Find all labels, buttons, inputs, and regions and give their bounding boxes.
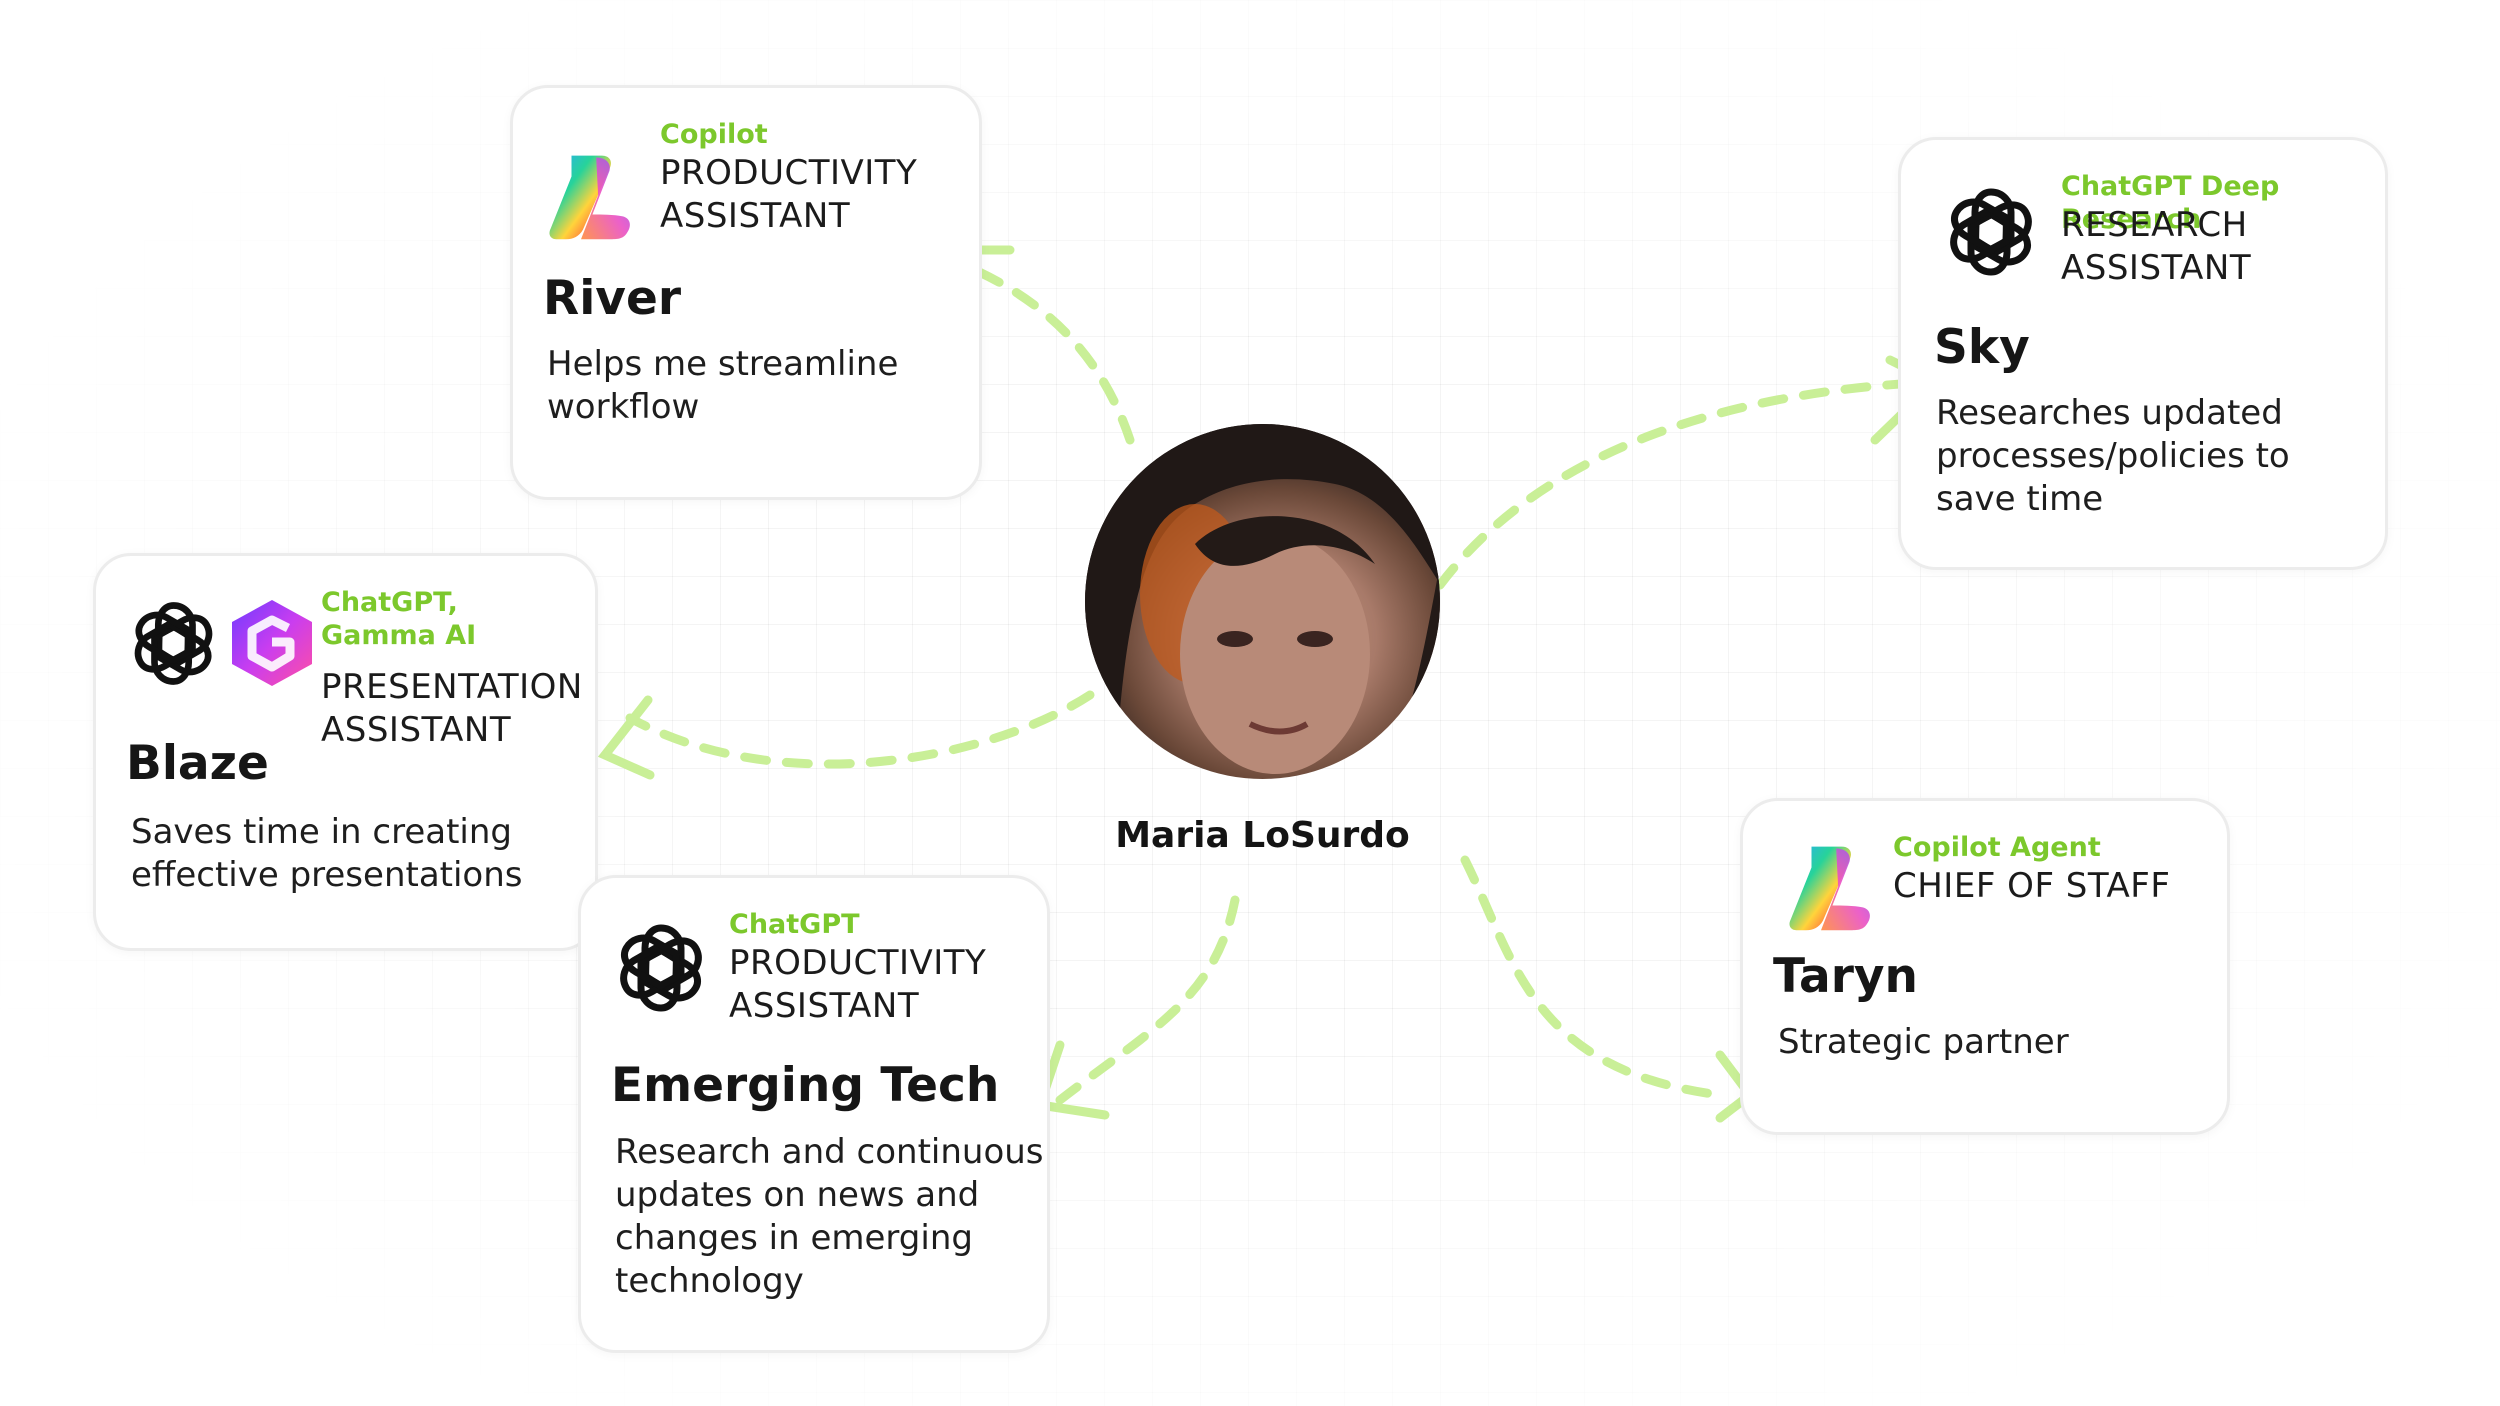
arrow-to-blaze-head: [605, 700, 650, 775]
taryn-description: Strategic partner: [1778, 1021, 2069, 1064]
sky-card: ChatGPT Deep Research RESEARCH ASSISTANT…: [1898, 137, 2388, 570]
taryn-role: CHIEF OF STAFF: [1893, 865, 2170, 908]
arrow-to-blaze: [630, 695, 1090, 764]
blaze-card: ChatGPT, Gamma AI PRESENTATION ASSISTANT…: [93, 553, 598, 951]
river-role: PRODUCTIVITY ASSISTANT: [660, 152, 917, 238]
taryn-card: Copilot Agent CHIEF OF STAFF Taryn Strat…: [1740, 798, 2230, 1135]
sky-name: Sky: [1934, 320, 2030, 376]
sky-role: RESEARCH ASSISTANT: [2061, 204, 2251, 290]
emerging-role: PRODUCTIVITY ASSISTANT: [729, 942, 986, 1028]
emerging-description: Research and continuous updates on news …: [615, 1131, 1044, 1303]
blaze-tool: ChatGPT, Gamma AI: [321, 586, 476, 652]
avatar: [1085, 424, 1440, 779]
openai-icon: [611, 918, 711, 1018]
openai-icon: [126, 596, 221, 691]
person-photo: [1085, 424, 1440, 779]
river-description-text: Helps me streamline workflow: [547, 344, 898, 427]
emerging-tool: ChatGPT: [729, 908, 860, 941]
river-description: Helps me streamline workflow: [547, 343, 898, 429]
arrow-to-taryn: [1465, 860, 1720, 1095]
person-name: Maria LoSurdo: [1030, 815, 1495, 856]
sky-description: Researches updated processes/policies to…: [1936, 392, 2290, 521]
gamma-icon: [228, 598, 316, 688]
river-name: River: [543, 271, 681, 327]
taryn-name: Taryn: [1773, 949, 1918, 1005]
openai-icon: [1941, 182, 2041, 282]
river-card: Copilot PRODUCTIVITY ASSISTANT River Hel…: [510, 85, 982, 500]
river-tool: Copilot: [660, 118, 768, 151]
blaze-description: Saves time in creating effective present…: [131, 811, 523, 897]
blaze-role: PRESENTATION ASSISTANT: [321, 666, 583, 752]
copilot-icon: [543, 148, 638, 243]
blaze-name: Blaze: [126, 736, 269, 792]
emerging-tech-card: ChatGPT PRODUCTIVITY ASSISTANT Emerging …: [578, 875, 1050, 1353]
taryn-tool: Copilot Agent: [1893, 831, 2101, 864]
copilot-icon: [1783, 839, 1878, 934]
emerging-name: Emerging Tech: [611, 1058, 999, 1114]
arrow-to-river: [975, 270, 1130, 440]
arrow-to-sky: [1440, 382, 1935, 585]
arrow-to-emerging: [1060, 900, 1235, 1100]
